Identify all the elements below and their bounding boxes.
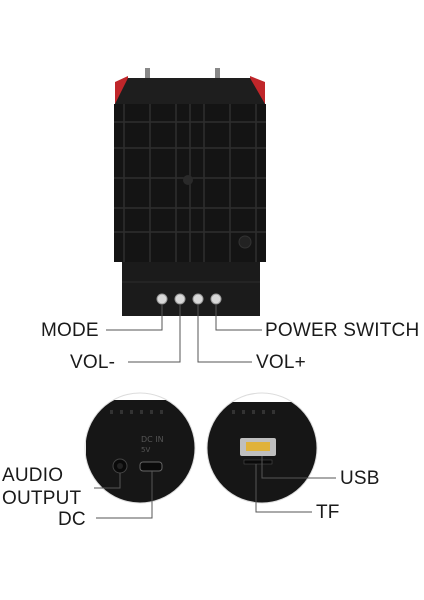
tf-label: TF <box>316 502 340 523</box>
output-label: OUTPUT <box>2 488 82 509</box>
vol-minus-leader <box>128 304 181 363</box>
audio-label: AUDIO <box>2 465 64 486</box>
tf-slot <box>243 459 273 465</box>
left-closeup: DC IN 5V <box>85 393 195 503</box>
power-switch-button[interactable] <box>210 293 222 305</box>
vol-plus-button[interactable] <box>192 293 204 305</box>
right-closeup <box>207 393 317 503</box>
vol-plus-label: VOL+ <box>256 352 306 373</box>
center-latch <box>183 175 193 185</box>
tf-leader <box>255 464 312 513</box>
dc-port <box>139 461 163 472</box>
front-port <box>238 235 252 249</box>
speaker-base <box>122 262 260 316</box>
svg-text:DC IN: DC IN <box>141 435 164 444</box>
top-knob-right <box>215 68 220 82</box>
dc-leader <box>96 471 153 519</box>
speaker-top-face <box>115 78 265 104</box>
vol-plus-leader <box>197 304 252 363</box>
top-knob-left <box>145 68 150 82</box>
mode-label: MODE <box>41 320 99 341</box>
usb-label: USB <box>340 468 380 489</box>
power-switch-label: POWER SWITCH <box>265 320 420 341</box>
mode-button[interactable] <box>156 293 168 305</box>
vol-minus-button[interactable] <box>174 293 186 305</box>
audio-output-leader <box>94 473 121 489</box>
mode-leader <box>106 304 163 331</box>
power-switch-leader <box>215 304 262 331</box>
vol-minus-label: VOL- <box>70 352 116 373</box>
svg-text:5V: 5V <box>141 446 150 454</box>
dc-label: DC <box>58 509 86 530</box>
usb-leader <box>261 456 336 479</box>
